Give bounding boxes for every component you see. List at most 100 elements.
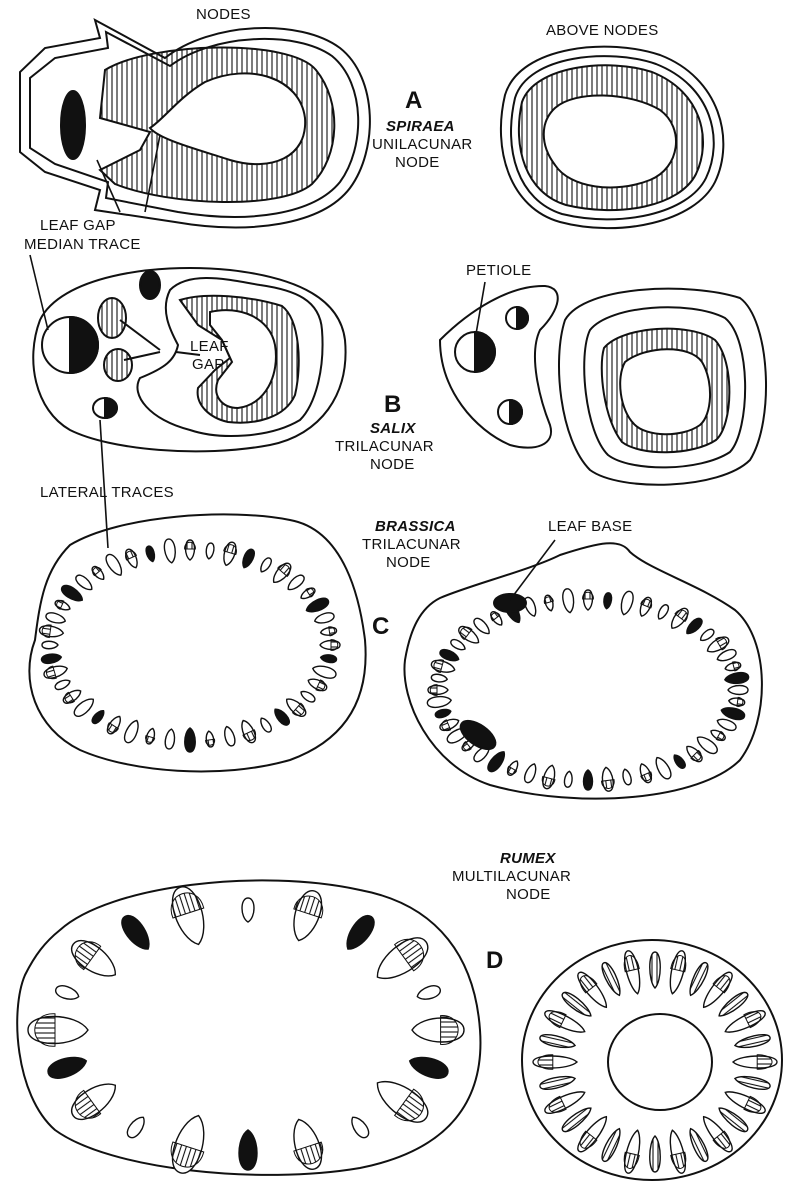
vascular-bundle <box>686 1126 711 1163</box>
vascular-bundle <box>163 538 177 563</box>
label-leaf-base: LEAF BASE <box>548 518 632 536</box>
label-lateral-traces: LATERAL TRACES <box>40 484 174 502</box>
vascular-bundle <box>144 727 157 745</box>
vascular-bundle <box>205 543 215 560</box>
panel-b-nodal-section <box>33 268 345 451</box>
panel-c-node-type: TRILACUNAR <box>362 536 461 554</box>
vascular-bundle <box>258 556 273 574</box>
vascular-bundle <box>488 610 505 628</box>
vascular-bundle <box>427 695 452 709</box>
vascular-bundle <box>320 626 337 637</box>
vascular-bundle <box>637 762 655 785</box>
vascular-bundle <box>54 984 81 1003</box>
vascular-bundle <box>164 728 176 749</box>
vascular-bundle <box>728 696 745 707</box>
vascular-bundle <box>299 586 317 602</box>
panel-a-genus: SPIRAEA <box>386 118 455 136</box>
vascular-bundle <box>599 1126 624 1163</box>
vascular-bundle <box>42 641 58 649</box>
vascular-bundle <box>665 949 689 995</box>
vascular-bundle <box>709 727 727 743</box>
vascular-bundle <box>240 548 256 570</box>
panel-d-genus: RUMEX <box>500 850 556 868</box>
vascular-bundle <box>583 590 594 610</box>
panel-a-nodal-section <box>20 20 370 227</box>
vascular-bundle <box>165 882 214 949</box>
vascular-bundle <box>621 768 632 785</box>
label-nodes: NODES <box>196 6 251 24</box>
vascular-bundle <box>428 685 448 696</box>
vascular-bundle <box>724 660 742 673</box>
vascular-bundle <box>619 590 635 616</box>
vascular-bundle <box>299 689 317 704</box>
vascular-bundle <box>621 1129 645 1175</box>
vascular-bundle <box>204 730 215 747</box>
panel-c-right-bundle-ring <box>427 588 750 792</box>
panel-c-right-section <box>404 543 761 798</box>
vascular-bundle <box>621 949 645 995</box>
vascular-bundle <box>90 564 107 582</box>
vascular-bundle <box>54 678 72 691</box>
vascular-bundle <box>431 673 448 683</box>
panel-d-bundle-ring <box>28 882 464 1177</box>
vascular-bundle <box>104 714 124 737</box>
panel-a-node-word: NODE <box>395 154 440 172</box>
vascular-bundle <box>285 1115 329 1173</box>
vascular-bundle <box>734 1073 771 1091</box>
vascular-bundle <box>650 1136 661 1172</box>
label-leaf-gap-b-line1: LEAF <box>190 338 229 356</box>
label-leaf-gap: LEAF GAP <box>40 217 116 235</box>
vascular-bundle <box>505 759 521 777</box>
panel-b-node-type: TRILACUNAR <box>335 438 434 456</box>
vascular-bundle <box>584 770 593 790</box>
vascular-bundle <box>533 1055 577 1069</box>
vascular-bundle <box>220 541 239 568</box>
vascular-bundle <box>599 961 624 998</box>
vascular-bundle <box>117 911 155 954</box>
vascular-bundle <box>65 1074 124 1128</box>
vascular-bundle <box>311 663 337 680</box>
vascular-bundle <box>562 588 576 613</box>
panel-d-node-type: MULTILACUNAR <box>452 868 571 886</box>
vascular-bundle <box>734 1032 771 1050</box>
vascular-bundle <box>320 654 337 664</box>
vascular-bundle <box>637 596 655 619</box>
panel-d-nodal-section <box>17 880 480 1177</box>
vascular-bundle <box>65 932 124 986</box>
panel-d-node-word: NODE <box>506 886 551 904</box>
vascular-bundle <box>123 547 141 570</box>
vascular-bundle <box>90 708 106 725</box>
panel-b-node-word: NODE <box>370 456 415 474</box>
label-median-trace: MEDIAN TRACE <box>24 236 141 254</box>
vascular-bundle <box>415 984 442 1003</box>
vascular-bundle <box>368 929 436 991</box>
vascular-bundle <box>523 762 539 784</box>
vascular-bundle <box>728 686 748 695</box>
label-leaf-gap-b-line2: GAP <box>192 356 225 374</box>
vascular-bundle <box>698 627 715 643</box>
vascular-bundle <box>103 552 125 578</box>
vascular-bundle <box>543 594 556 612</box>
vascular-bundle <box>368 1070 436 1132</box>
vascular-bundle <box>45 1052 89 1081</box>
panel-d-internodal-section <box>522 940 782 1180</box>
vascular-bundle <box>564 771 574 788</box>
vascular-bundle <box>53 598 71 613</box>
panel-c-genus: BRASSICA <box>375 518 456 536</box>
panel-a-internodal-section <box>501 47 723 228</box>
vascular-bundle <box>242 898 254 922</box>
vascular-bundle <box>724 671 749 685</box>
vascular-bundle <box>733 1055 777 1069</box>
vascular-bundle <box>540 764 558 790</box>
vascular-bundle <box>185 540 196 560</box>
panel-c-letter: C <box>372 614 390 640</box>
vascular-bundle <box>539 1032 576 1050</box>
vascular-bundle <box>412 1016 464 1045</box>
panel-b-letter: B <box>384 392 402 418</box>
panel-b-internodal-section <box>559 289 766 485</box>
panel-c-left-section <box>29 514 365 771</box>
vascular-bundle <box>272 706 292 727</box>
vascular-bundle <box>122 718 142 744</box>
vascular-bundle <box>145 545 157 562</box>
